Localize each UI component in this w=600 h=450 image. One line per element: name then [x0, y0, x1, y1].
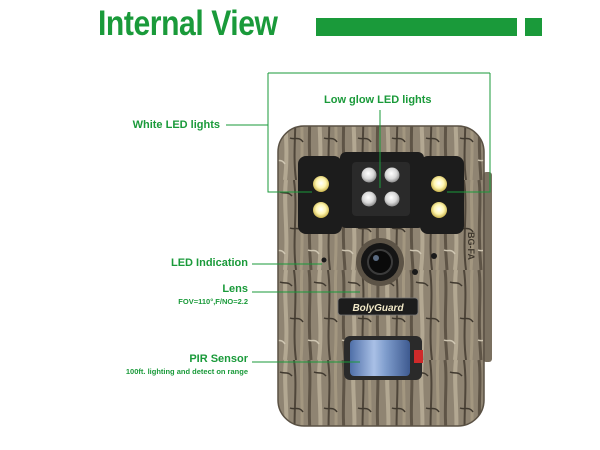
white-led-panel-left	[298, 156, 342, 234]
led-indication-dot	[321, 257, 327, 263]
low-glow-led	[384, 191, 400, 207]
label-pir-sensor: PIR Sensor	[189, 353, 248, 365]
white-led-panel-right	[420, 156, 464, 234]
brand-badge: BolyGuard	[337, 297, 419, 316]
pir-red-indicator	[414, 350, 423, 363]
label-white-led: White LED lights	[132, 119, 220, 131]
low-glow-led-panel	[340, 152, 424, 228]
label-lens-spec: FOV=110°,F/NO=2.2	[178, 297, 248, 306]
callout-bracket-right	[447, 73, 491, 193]
low-glow-led	[361, 167, 377, 183]
camera-lens	[356, 238, 404, 286]
callout-lines	[226, 72, 491, 363]
camera-side-strap	[483, 172, 492, 362]
label-pir-spec: 100ft. lighting and detect on range	[125, 367, 248, 376]
white-led	[313, 176, 329, 192]
low-glow-led	[361, 191, 377, 207]
header-bar-short	[525, 18, 542, 36]
label-lens: Lens	[222, 283, 248, 295]
brand-name: BolyGuard	[352, 303, 404, 314]
light-sensor-dot	[431, 253, 437, 259]
header-bar-long	[316, 18, 517, 36]
label-led-indication: LED Indication	[171, 257, 248, 269]
page-title: Internal View	[98, 4, 278, 43]
callout-bracket-left	[267, 73, 312, 193]
white-led	[431, 202, 447, 218]
white-led	[313, 202, 329, 218]
pir-sensor	[344, 336, 423, 380]
label-low-glow-led: Low glow LED lights	[324, 94, 432, 106]
low-glow-led	[384, 167, 400, 183]
white-led	[431, 176, 447, 192]
model-side-text: BG-FA	[466, 232, 476, 260]
led-indicator-dot	[412, 269, 418, 275]
